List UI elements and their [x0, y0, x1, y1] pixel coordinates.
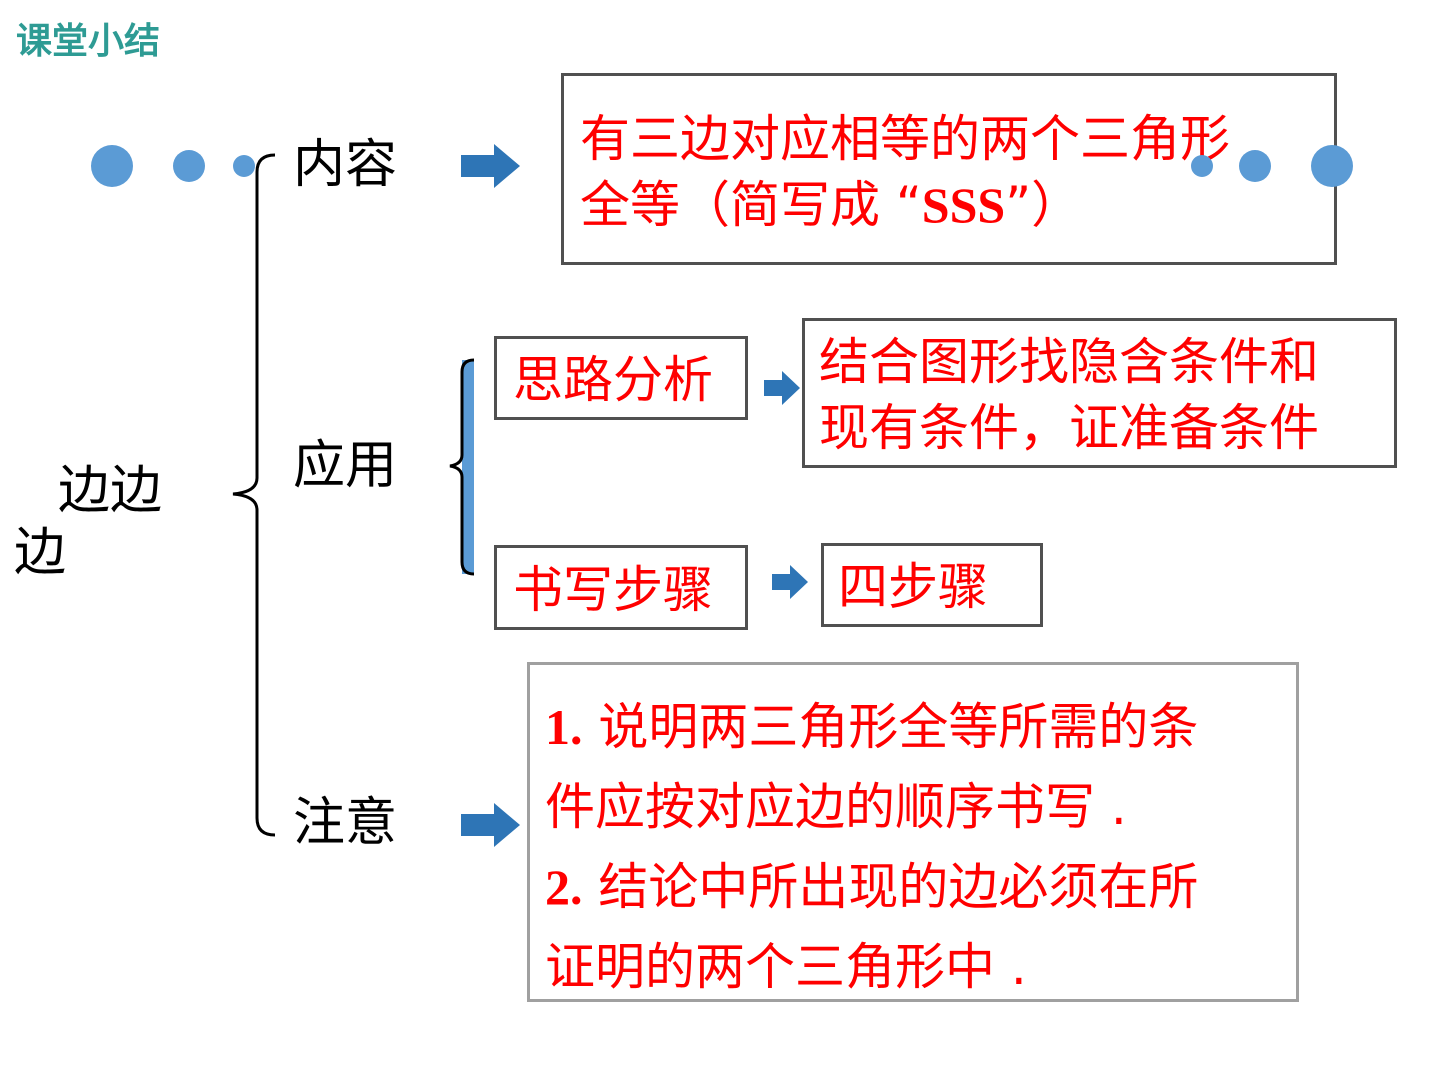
- content-box: 有三边对应相等的两个三角形 全等（简写成 “SSS”）: [561, 73, 1337, 265]
- note-2-line2: 证明的两个三角形中 .: [545, 938, 1027, 996]
- writing-box: 书写步骤: [494, 545, 748, 630]
- note-1-line2: 件应按对应边的顺序书写 .: [545, 778, 1127, 836]
- root-label: 边边边: [14, 461, 163, 583]
- writing-detail-box: 四步骤: [821, 543, 1043, 627]
- decor-dot-large-right: [1311, 145, 1353, 187]
- sub-bracket-fill: [462, 360, 474, 574]
- analysis-label: 思路分析: [513, 351, 713, 409]
- writing-label: 书写步骤: [513, 561, 713, 619]
- analysis-detail: 结合图形找隐含条件和 现有条件，证准备条件: [819, 329, 1319, 461]
- decor-dot-medium-left: [173, 150, 205, 182]
- analysis-detail-box: 结合图形找隐含条件和 现有条件，证准备条件: [802, 318, 1397, 468]
- branch-label-content: 内容: [293, 135, 398, 195]
- decor-dot-small-left: [233, 155, 255, 177]
- arrow-icon-writing: [772, 565, 808, 599]
- decor-dot-small-right: [1191, 155, 1213, 177]
- content-text-line2: 全等（简写成 “SSS”）: [580, 176, 1082, 234]
- analysis-box: 思路分析: [494, 336, 748, 420]
- decor-dot-medium-right: [1239, 150, 1271, 182]
- notes-box: 1. 说明两三角形全等所需的条 件应按对应边的顺序书写 . 2. 结论中所出现的…: [527, 662, 1299, 1002]
- arrow-icon-content: [461, 144, 520, 188]
- analysis-detail-line2: 现有条件，证准备条件: [819, 399, 1319, 457]
- branch-label-notes: 注意: [293, 793, 398, 853]
- note-2-line1: 2. 结论中所出现的边必须在所: [545, 858, 1199, 916]
- notes-text: 1. 说明两三角形全等所需的条 件应按对应边的顺序书写 . 2. 结论中所出现的…: [545, 687, 1198, 1007]
- content-text-line1: 有三边对应相等的两个三角形: [580, 110, 1230, 168]
- writing-detail: 四步骤: [838, 558, 988, 616]
- sub-bracket: [449, 358, 475, 576]
- content-text: 有三边对应相等的两个三角形 全等（简写成 “SSS”）: [580, 106, 1230, 238]
- main-bracket: [232, 153, 276, 837]
- page-title: 课堂小结: [16, 21, 161, 62]
- note-1-line1: 1. 说明两三角形全等所需的条: [545, 698, 1199, 756]
- analysis-detail-line1: 结合图形找隐含条件和: [819, 333, 1319, 391]
- decor-dot-large-left: [91, 145, 133, 187]
- arrow-icon-notes: [461, 803, 520, 847]
- branch-label-application: 应用: [293, 436, 398, 496]
- arrow-icon-analysis: [764, 371, 800, 405]
